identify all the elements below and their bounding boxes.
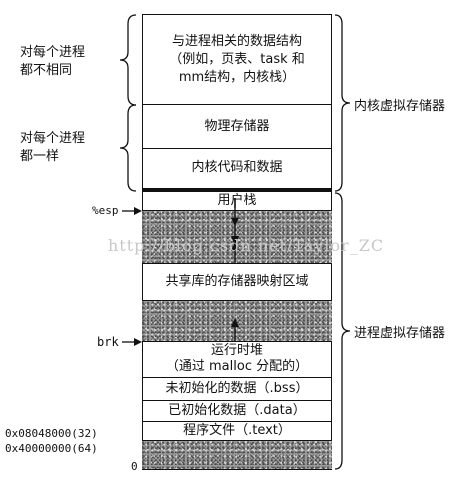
right-brace-kernel [334,14,351,192]
per-process-different-label: 对每个进程 都不相同 [20,44,85,80]
stack-growth-arrow-icon [231,198,239,248]
text-bottom-line [142,440,332,441]
kernel-code-block: 内核代码和数据 [142,150,332,186]
per-process-same-line-1: 对每个进程 [20,131,86,146]
kernel-divider-1 [142,104,332,105]
heap-top-line [142,341,332,342]
physical-memory-label: 物理存储器 [204,119,270,134]
unused-region-3 [142,441,332,469]
user-stack-block: 用户栈 [142,192,332,210]
heap-label-line-1: 运行时堆 [210,343,263,358]
per-process-same-label: 对每个进程 都一样 [20,130,85,166]
data-top-line [142,400,332,401]
kernel-virtual-memory-label: 内核虚拟存储器 [354,99,446,114]
brk-pointer-icon [122,338,142,346]
user-stack-label: 用户栈 [217,193,257,208]
unused-region-2 [142,301,332,341]
per-process-different-line-2: 都不相同 [20,63,73,78]
stack-top-line [142,210,332,211]
heap-block: 运行时堆 （通过 malloc 分配的） [142,342,332,376]
bss-label: 未初始化的数据（.bss） [165,381,309,396]
shared-library-block: 共享库的存储器映射区域 [142,264,332,300]
physical-memory-block: 物理存储器 [142,106,332,148]
right-brace-process [334,192,351,470]
data-block: 已初始化数据（.data） [142,401,332,421]
text-label: 程序文件（.text） [183,423,291,438]
brk-label: brk [97,335,119,349]
heap-label-line-2: （通过 malloc 分配的） [165,359,309,374]
bss-top-line [142,377,332,378]
esp-pointer-icon [122,207,142,215]
bss-block: 未初始化的数据（.bss） [142,378,332,400]
per-process-different-line-1: 对每个进程 [20,45,86,60]
kernel-structures-line-3: mm结构，内核栈） [178,70,296,85]
left-brace-different [119,14,137,106]
kernel-region [142,14,332,189]
data-label: 已初始化数据（.data） [168,403,306,418]
esp-label: %esp [92,204,119,217]
address-64bit-label: 0x40000000(64) [5,442,98,455]
shared-lib-arrow-icon [231,242,239,264]
shared-lib-bottom-line [142,300,332,301]
kernel-user-boundary [142,188,332,192]
kernel-process-structures: 与进程相关的数据结构 （例如，页表、task 和 mm结构，内核栈） [142,18,332,102]
per-process-same-line-2: 都一样 [20,149,60,164]
kernel-structures-line-2: （例如，页表、task 和 [169,52,305,67]
left-brace-same [119,104,137,192]
address-32bit-label: 0x08048000(32) [5,427,98,440]
kernel-divider-2 [142,148,332,149]
kernel-code-data-label: 内核代码和数据 [191,160,283,175]
heap-growth-arrow-icon [231,318,239,342]
kernel-structures-line-1: 与进程相关的数据结构 [171,34,302,49]
address-zero-label: 0 [131,460,138,473]
shared-library-label: 共享库的存储器映射区域 [165,274,309,289]
shared-lib-top-line [142,263,332,264]
process-virtual-memory-label: 进程虚拟存储器 [354,326,446,341]
text-top-line [142,421,332,422]
text-block: 程序文件（.text） [142,422,332,440]
